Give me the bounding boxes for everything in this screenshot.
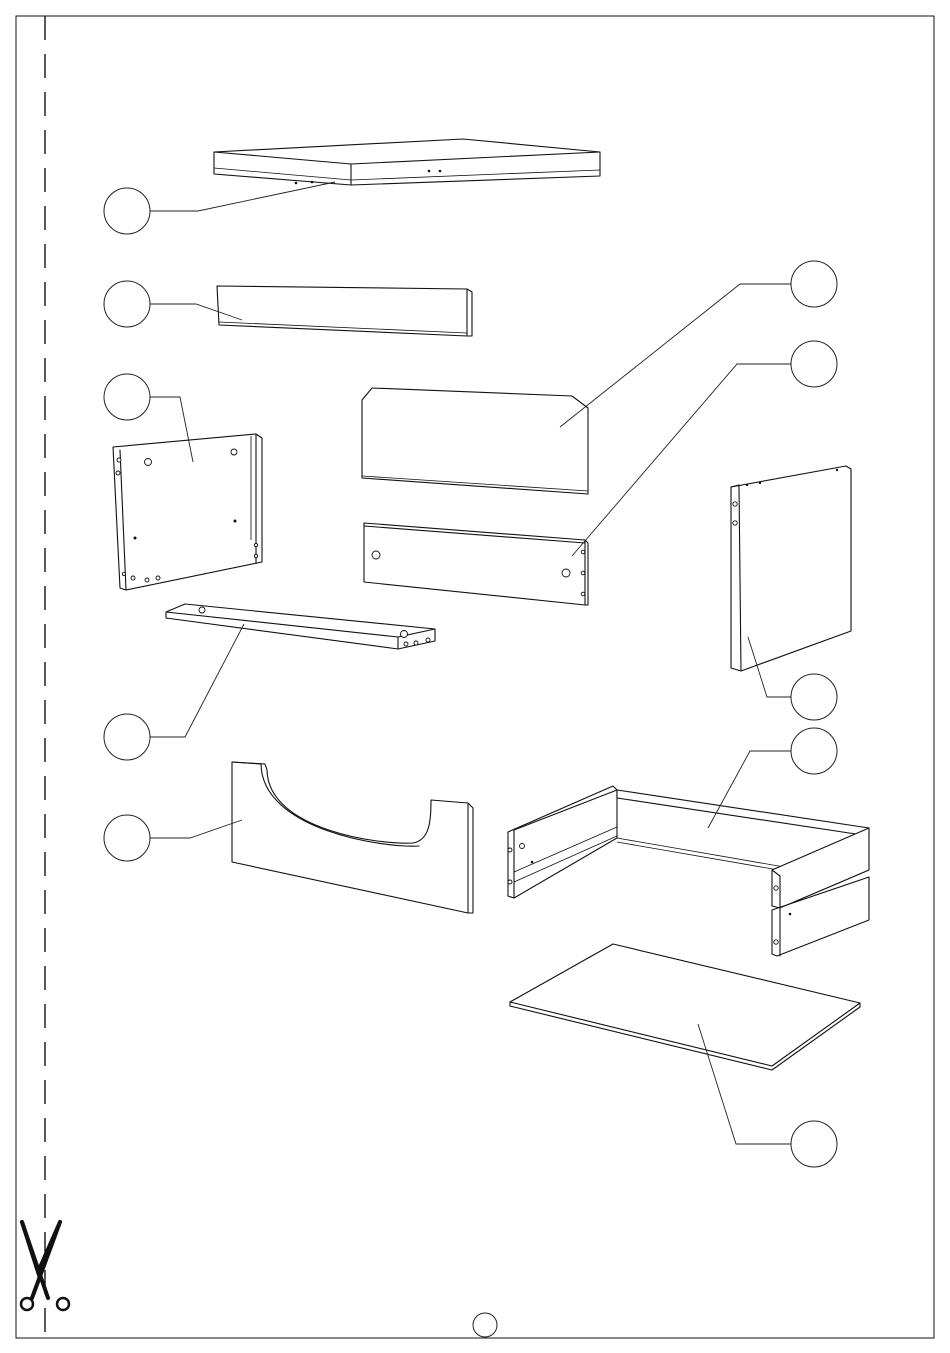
bottom-rail-part	[166, 604, 435, 649]
callout-bottom-rail	[104, 714, 150, 760]
back-panel-part	[362, 388, 588, 494]
drawer-box-part	[508, 786, 869, 956]
callout-drawer-box	[791, 728, 837, 774]
callout-front-rail	[104, 281, 150, 327]
top-panel-part	[214, 139, 600, 185]
callout-back-rail	[791, 341, 837, 387]
callout-drawer-bottom	[791, 1121, 837, 1167]
callout-back-panel	[791, 261, 837, 307]
callout-right-side-panel	[791, 674, 837, 720]
front-rail-part	[217, 286, 472, 336]
callout-left-side-panel	[104, 374, 150, 420]
callout-top-panel	[104, 188, 150, 234]
back-rail-part	[364, 523, 588, 605]
page-number	[473, 1313, 497, 1337]
drawer-bottom-part	[510, 944, 860, 1070]
base-plinth-part	[232, 762, 473, 913]
callout-base-plinth	[104, 815, 150, 861]
left-side-panel-part	[113, 434, 262, 590]
